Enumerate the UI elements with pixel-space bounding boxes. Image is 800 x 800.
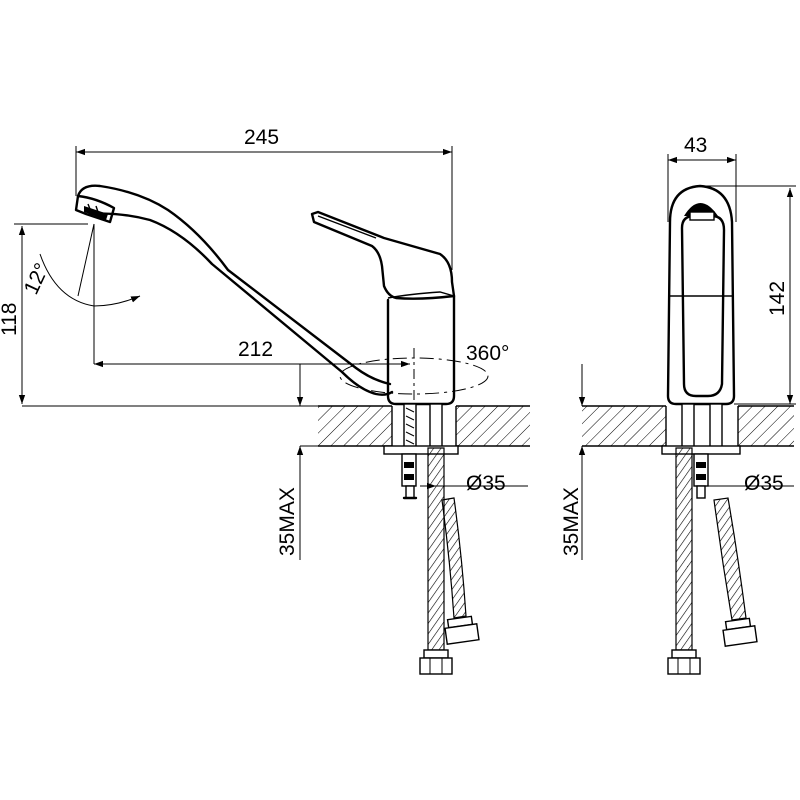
dimension-lines-front xyxy=(14,146,528,560)
dim-hole-diameter: Ø35 xyxy=(466,472,506,495)
dimension-lines-side xyxy=(578,154,796,560)
hoses-side xyxy=(667,447,758,675)
rotation-indicator xyxy=(339,348,489,410)
hoses-front xyxy=(419,447,480,675)
faucet-body-front xyxy=(74,184,456,406)
side-view: 43 142 Ø35 35MAX xyxy=(560,134,796,675)
dim-side-hole-diameter: Ø35 xyxy=(744,472,784,495)
dim-rotation: 360° xyxy=(466,342,509,365)
dim-side-max-thickness: 35MAX xyxy=(560,487,583,556)
dim-height: 118 xyxy=(0,303,21,336)
front-view: 245 212 118 12° 360° Ø35 35MAX xyxy=(0,126,530,675)
dim-spout-reach: 212 xyxy=(238,338,273,361)
dim-side-height: 142 xyxy=(766,281,789,316)
faucet-body-side xyxy=(666,184,736,406)
dim-max-thickness: 35MAX xyxy=(276,487,299,556)
countertop-front xyxy=(22,404,530,448)
dim-tilt-angle: 12° xyxy=(20,260,54,299)
mounting-assembly-front xyxy=(383,403,459,500)
dim-side-width: 43 xyxy=(684,134,707,157)
dim-overall-length: 245 xyxy=(244,126,279,149)
